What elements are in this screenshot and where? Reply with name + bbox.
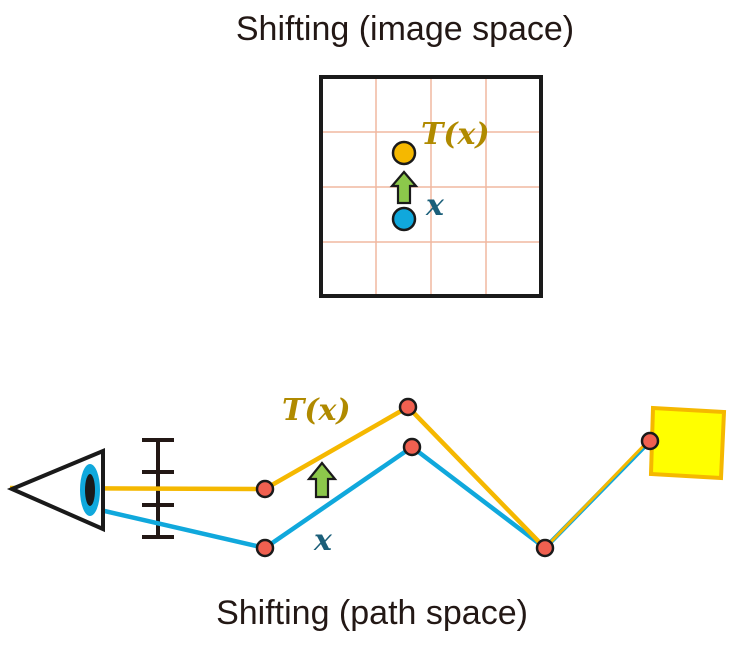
grid-lines [321, 77, 541, 296]
light-source-icon [648, 405, 727, 481]
shifted-path-shared-segment [545, 436, 653, 548]
shifted-label-path: T(x) [282, 393, 351, 428]
shared-vertex [535, 538, 555, 558]
shifted-label-image: T(x) [421, 117, 490, 152]
shifted-vertex-2 [398, 397, 418, 417]
shift-arrow-icon [389, 170, 419, 205]
shifted-vertex-1 [255, 479, 275, 499]
original-label-image: x [426, 188, 444, 223]
original-vertex-2 [402, 437, 422, 457]
original-vertex-1 [255, 538, 275, 558]
original-pixel-dot [391, 206, 417, 232]
path-space-title: Shifting (path space) [216, 594, 528, 632]
shifted-pixel-dot [391, 140, 417, 166]
shifted-path [9, 404, 547, 550]
shift-arrow-icon [306, 461, 338, 499]
original-path [95, 439, 652, 551]
path-vertices [255, 397, 660, 558]
eye-camera-icon [6, 447, 105, 533]
light-vertex [640, 431, 660, 451]
image-frame [319, 75, 543, 298]
image-space-grid [319, 75, 543, 298]
image-space-title: Shifting (image space) [235, 10, 575, 48]
original-label-path: x [314, 523, 332, 558]
